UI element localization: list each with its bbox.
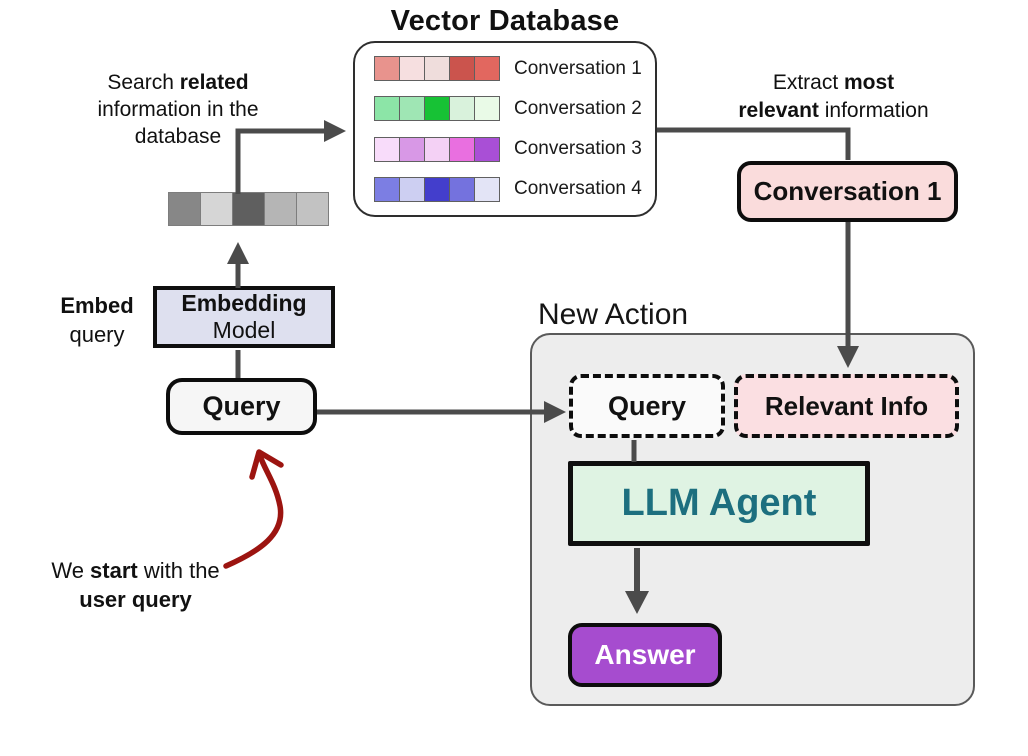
note-line: Search related <box>107 71 249 94</box>
conversation-row-label: Conversation 3 <box>514 138 642 160</box>
search-arrow-head <box>324 120 346 142</box>
llm-agent-box: LLM Agent <box>568 461 870 546</box>
conversation-row-3: Conversation 3 <box>374 136 645 162</box>
start-with-user-query-note: We start with the user query <box>33 556 238 614</box>
conversation-1-box: Conversation 1 <box>737 161 958 222</box>
extract-relevant-note: Extract most relevant information <box>721 69 946 125</box>
red-curve-arrow-head <box>249 449 284 480</box>
relevant-info-box: Relevant Info <box>734 374 959 438</box>
embedding-swatches-4 <box>374 176 500 202</box>
conversation-row-label: Conversation 1 <box>514 57 642 79</box>
conversation-row-1: Conversation 1 <box>374 56 645 81</box>
note-line: database <box>134 125 222 148</box>
embedding-model-label-line1: Embedding <box>181 290 307 316</box>
embedding-model-label-line2: Model <box>212 317 276 343</box>
red-curve-arrow <box>223 453 284 569</box>
note-line: user query <box>79 587 192 612</box>
note-line: Extract most <box>772 71 895 94</box>
query-box: Query <box>166 378 317 435</box>
conversation-row-4: Conversation 4 <box>374 176 645 202</box>
conversation-row-label: Conversation 2 <box>514 97 642 119</box>
query-embedding-vector <box>168 192 329 226</box>
new-action-label: New Action <box>538 298 689 331</box>
conversation-row-2: Conversation 2 <box>374 96 645 122</box>
conversation-row-label: Conversation 4 <box>514 178 642 200</box>
embedding-model-box: Embedding Model <box>153 286 335 348</box>
note-line: We start with the <box>51 558 220 583</box>
note-line: relevant information <box>738 99 929 122</box>
note-line: information in the <box>97 98 259 121</box>
answer-box: Answer <box>568 623 722 687</box>
embedding-swatches-1 <box>374 56 500 81</box>
new-action-query-box: Query <box>569 374 725 438</box>
db-conversation-line <box>657 127 851 160</box>
diagram-title: Vector Database <box>390 5 620 37</box>
vector-database-panel: Conversation 1 Conversation 2 Conversati… <box>353 41 657 217</box>
search-related-note: Search related information in the databa… <box>73 69 283 150</box>
note-line: query <box>69 322 125 347</box>
embedding-swatches-3 <box>374 136 500 162</box>
note-line: Embed <box>60 293 134 318</box>
embed-arrow-head <box>227 242 249 264</box>
embedding-swatches-2 <box>374 96 500 122</box>
embed-query-note: Embed query <box>42 291 152 349</box>
